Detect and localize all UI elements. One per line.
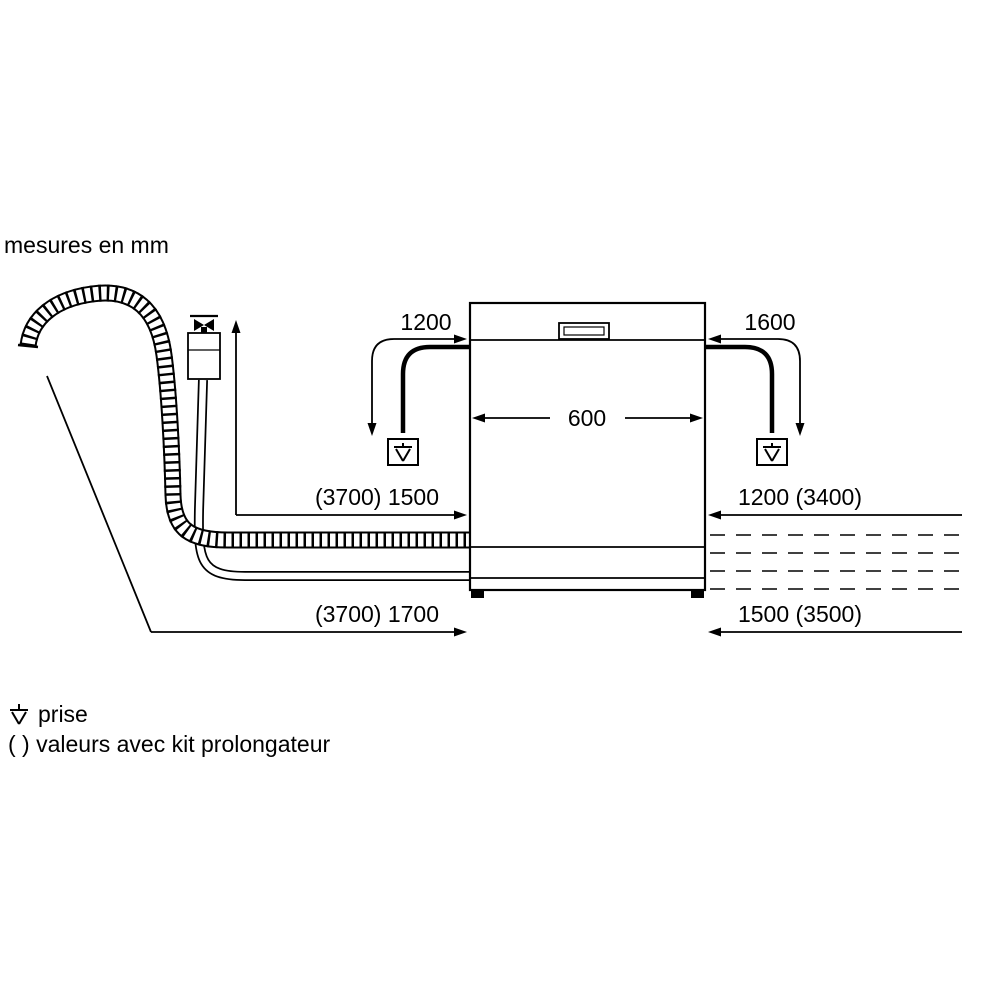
leader-line [46,375,152,633]
socket-icon [10,704,28,725]
dishwasher [468,301,707,598]
socket-box [387,438,419,466]
dimension-line [371,338,454,433]
arrowhead-right [454,627,467,637]
diagram-title: mesures en mm [4,232,169,258]
dimension-right-upper: 1200 (3400) [708,484,962,520]
dimension-hose-upper: (3700) 1500 [231,320,467,520]
connection-dashed-lines [710,534,960,590]
arrowhead-left [708,627,721,637]
tap-valve-icon [194,319,204,331]
power-cord-left [400,344,470,433]
dimension-cord-left: 1200 [367,309,467,436]
tap-valve-stem [201,327,207,333]
socket-icon [394,443,412,462]
dimension-line [721,338,801,433]
tap-connector-box [187,332,221,380]
drain-hose-ribs [19,284,474,549]
dimension-label: 1200 [400,309,451,335]
foot-right [691,590,704,598]
dimension-cord-right: 1600 [708,309,805,436]
socket-box [756,438,788,466]
legend-socket-label: prise [38,701,88,727]
drain-hose [17,284,474,549]
tap-valve-icon [204,319,214,331]
dimension-label: 1500 (3500) [738,601,862,627]
arrowhead-down [795,423,805,436]
foot-left [471,590,484,598]
display-inner [563,326,605,336]
arrowhead-right [454,510,467,520]
legend: prise ( ) valeurs avec kit prolongateur [8,701,330,757]
arrowhead-left [708,334,721,344]
dimension-label: 1600 [744,309,795,335]
arrowhead-left [708,510,721,520]
socket-left [387,438,419,466]
arrowhead-right [454,334,467,344]
power-cord-right [705,344,775,433]
arrowhead-right [690,413,703,423]
dimension-right-lower: 1500 (3500) [708,601,962,637]
dishwasher-body [468,301,707,592]
drain-hose-end-cap [17,343,39,349]
arrowhead-up [231,320,241,333]
tap-connector [187,314,221,380]
supply-hose-inner [195,379,474,580]
dimension-hose-lower: (3700) 1700 [46,375,467,637]
dimension-label: 600 [568,405,606,431]
supply-hose [193,379,474,581]
arrowhead-left [472,413,485,423]
socket-right [756,438,788,466]
legend-extension-note: ( ) valeurs avec kit prolongateur [8,731,330,757]
arrowhead-down [367,423,377,436]
socket-icon [763,443,781,462]
dimension-machine-width: 600 [472,405,703,431]
dimension-label: (3700) 1500 [315,484,439,510]
dimension-label: (3700) 1700 [315,601,439,627]
dimension-label: 1200 (3400) [738,484,862,510]
